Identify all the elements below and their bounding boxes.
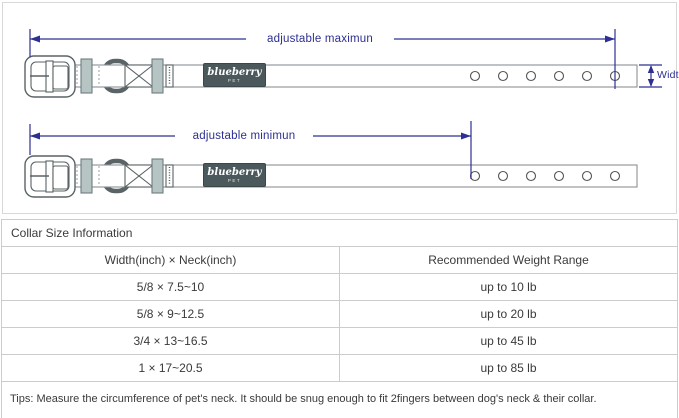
weight-cell: up to 10 lb (480, 280, 537, 294)
blueberry-pet-logo: blueberry PET (203, 63, 266, 87)
adjustable-minimum-label: adjustable minimun (175, 129, 313, 143)
logo-subtext: PET (227, 77, 242, 83)
table-row: 1 × 17~20.5 up to 85 lb (2, 355, 677, 382)
logo-subtext: PET (227, 177, 242, 183)
table-row: 3/4 × 13~16.5 up to 45 lb (2, 328, 677, 355)
size-cell: 3/4 × 13~16.5 (2, 328, 340, 354)
collar-top (25, 56, 637, 97)
size-cell: 5/8 × 9~12.5 (2, 301, 340, 327)
weight-cell: up to 20 lb (480, 307, 537, 321)
logo-text: blueberry (207, 66, 262, 78)
weight-cell: up to 85 lb (480, 361, 537, 375)
logo-text: blueberry (207, 166, 262, 178)
column-header-size: Width(inch) × Neck(inch) (2, 247, 340, 273)
weight-cell: up to 45 lb (480, 334, 537, 348)
blueberry-pet-logo: blueberry PET (203, 163, 266, 187)
table-title: Collar Size Information (2, 220, 677, 247)
collar-diagram: adjustable maximun adjustable minimun Wi… (2, 2, 679, 214)
table-row: 5/8 × 9~12.5 up to 20 lb (2, 301, 677, 328)
collar-size-table: Collar Size Information Width(inch) × Ne… (1, 219, 678, 418)
collar-bottom (25, 156, 637, 197)
size-cell: 1 × 17~20.5 (2, 355, 340, 381)
table-row: 5/8 × 7.5~10 up to 10 lb (2, 274, 677, 301)
adjustable-maximum-label: adjustable maximun (246, 32, 394, 46)
size-cell: 5/8 × 7.5~10 (2, 274, 340, 300)
sizing-tips: Tips: Measure the circumference of pet's… (10, 393, 597, 405)
width-label: Width (657, 69, 679, 81)
width-dimension (639, 64, 662, 88)
table-header-row: Width(inch) × Neck(inch) Recommended Wei… (2, 247, 677, 274)
column-header-weight: Recommended Weight Range (428, 253, 589, 267)
